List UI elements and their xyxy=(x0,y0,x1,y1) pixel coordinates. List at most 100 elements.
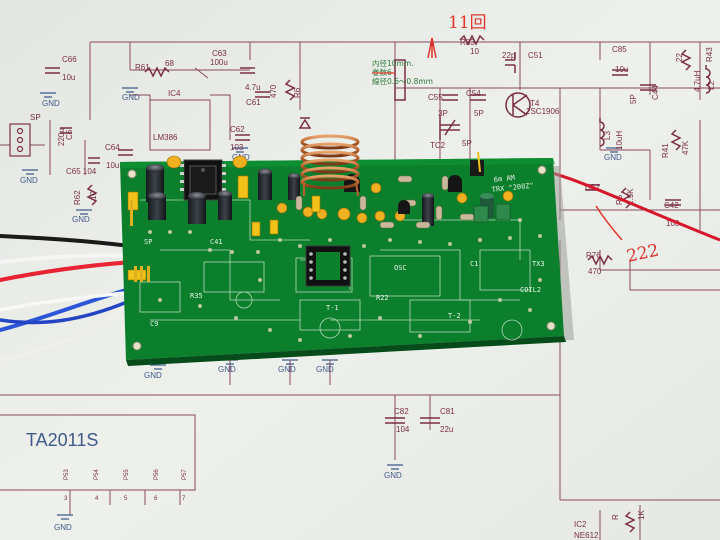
gnd-label: GND xyxy=(42,99,60,108)
gnd-label: GND xyxy=(122,93,140,102)
ceramic-capacitors xyxy=(166,155,514,224)
wire-bundle xyxy=(0,234,136,362)
label-ic4: IC4 xyxy=(168,89,181,98)
label-l2: L2 xyxy=(707,81,716,90)
label-c44: C44 xyxy=(651,85,660,100)
label-r43v: 22 xyxy=(675,53,684,62)
label-c81: C81 xyxy=(440,407,455,416)
label-c55v: 3P xyxy=(438,109,448,118)
silk-label: R35 xyxy=(190,292,203,300)
label-tc2v: 5P xyxy=(462,139,472,148)
ic-pin-label: P57 xyxy=(182,469,188,480)
label-c64: C64 xyxy=(105,143,120,152)
label-t4: T4 xyxy=(530,99,540,108)
label-l3: L3 xyxy=(603,131,612,140)
label-c44v: 5P xyxy=(629,94,638,104)
label-c54: C54 xyxy=(466,89,481,98)
speaker-connector-symbol xyxy=(9,123,31,157)
silk-label: R22 xyxy=(376,294,389,302)
gnd-label: GND xyxy=(384,471,402,480)
label-c61v: 4.7u xyxy=(245,83,261,92)
label-c85: C85 xyxy=(612,45,627,54)
gnd-label: GND xyxy=(278,365,296,374)
handwritten-turns: 11回 xyxy=(448,13,487,33)
gnd-label: GND xyxy=(20,176,38,185)
label-c65bv: 220u xyxy=(57,128,66,146)
arrow-icon xyxy=(427,37,437,59)
label-r41: R41 xyxy=(661,143,670,158)
silk-label: COIL2 xyxy=(520,286,541,294)
ic-pin-number: 3 xyxy=(64,496,68,502)
label-c81v: 22u xyxy=(440,425,453,434)
gnd-label: GND xyxy=(72,215,90,224)
label-c63: C63 xyxy=(212,49,227,58)
label-c66v: 10u xyxy=(62,73,75,82)
ic-socket xyxy=(305,245,351,287)
inductors xyxy=(473,203,511,223)
gnd-label: GND xyxy=(54,523,72,532)
ic-pin-number: 6 xyxy=(154,496,158,502)
gnd-label: GND xyxy=(316,365,334,374)
silk-label: C41 xyxy=(210,238,223,246)
silk-label: T-2 xyxy=(448,312,461,320)
gnd-label: GND xyxy=(604,153,622,162)
label-r76: R76 xyxy=(586,251,601,260)
electrolytic-capacitors xyxy=(146,164,494,226)
label-t4v: 2SC1906 xyxy=(526,107,560,116)
label-r62v: 10 xyxy=(89,191,98,200)
label-r76v: 470 xyxy=(588,267,602,276)
ic-pin-label: P55 xyxy=(124,469,130,480)
label-c51: C51 xyxy=(528,51,543,60)
ic-pin-label: P56 xyxy=(154,469,160,480)
coil-note-line: 巻数6 xyxy=(372,67,392,77)
schematic-wires xyxy=(0,41,720,540)
silk-label: TX3 xyxy=(532,260,545,268)
label-c55: C55 xyxy=(428,93,443,102)
ic-pin-label: P54 xyxy=(94,469,100,480)
label-r6v: 470 xyxy=(269,84,278,98)
label-c42v: 103 xyxy=(666,219,680,228)
label-c54v: 5P xyxy=(474,109,484,118)
gnd-labels: GND GND GND GND GND GND GND GND GND GND … xyxy=(20,93,622,532)
label-c85v: 10u xyxy=(615,65,628,74)
gnd-label: GND xyxy=(218,365,236,374)
ic-pin-label: P53 xyxy=(64,469,70,480)
copper-coil xyxy=(300,134,360,197)
label-r41v: 47K xyxy=(681,140,690,155)
label-sp: SP xyxy=(30,113,41,122)
coil-note-line: 内径10mm. xyxy=(372,58,414,68)
label-c66: C66 xyxy=(62,55,77,64)
label-r5v: 1.5K xyxy=(626,188,635,205)
label-r83: R83 xyxy=(460,38,475,47)
schematic-labels: C66 10u R61 68 C63 100u IC4 LM386 4.7u C… xyxy=(30,38,716,540)
label-tc2: TC2 xyxy=(430,141,446,150)
silk-label: C9 xyxy=(150,320,158,328)
ic-pin-number: 5 xyxy=(124,496,128,502)
silk-label: C1 xyxy=(470,260,478,268)
label-lm386: LM386 xyxy=(153,133,178,142)
label-c62v: 103 xyxy=(230,143,244,152)
coil-note-line: 線径0.6～0.8mm xyxy=(372,76,433,86)
label-c63v: 100u xyxy=(210,58,228,67)
label-ic2v: NE612 xyxy=(574,531,599,540)
label-r62: R62 xyxy=(73,190,82,205)
label-l2v: 4.7uH xyxy=(693,70,702,92)
label-c65: C65 104 xyxy=(66,167,97,176)
label-c42: C42 xyxy=(664,201,679,210)
label-c82v: 104 xyxy=(396,425,410,434)
silk-label: SP xyxy=(144,238,152,246)
label-c62: C62 xyxy=(230,125,245,134)
schematic-symbols xyxy=(45,34,711,533)
gnd-label: GND xyxy=(144,371,162,380)
ic-pin-number: 7 xyxy=(182,496,186,502)
label-rv: 1K xyxy=(637,510,646,520)
ta2011s-block: TA2011S P53 P54 P55 P56 P57 3 4 5 6 7 xyxy=(26,430,188,502)
label-r61v: 68 xyxy=(165,59,174,68)
label-r: R xyxy=(611,514,620,520)
label-c61: C61 xyxy=(246,98,261,107)
label-c82: C82 xyxy=(394,407,409,416)
label-r83v: 10 xyxy=(470,47,479,56)
board-components xyxy=(127,134,514,287)
label-r43: R43 xyxy=(705,47,714,62)
board-title: 6m AM xyxy=(493,174,515,184)
